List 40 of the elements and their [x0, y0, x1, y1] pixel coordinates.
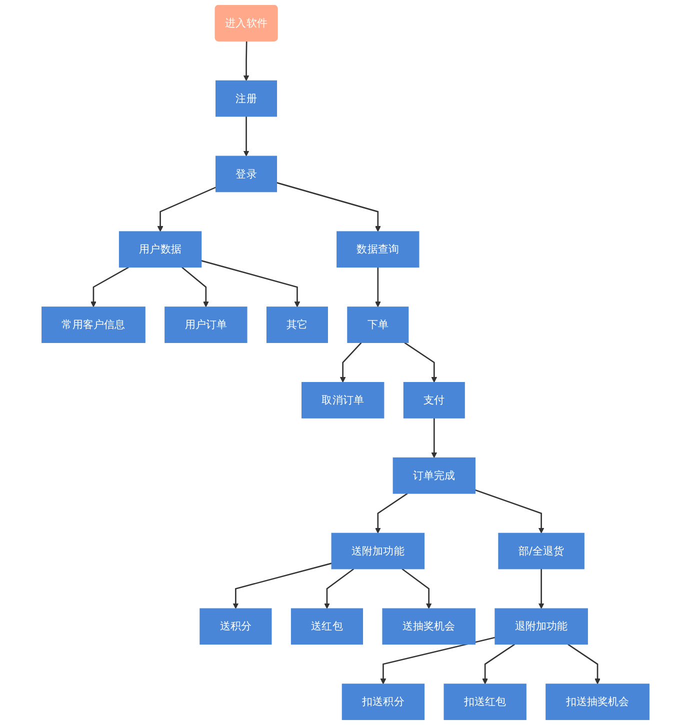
node-box: 退附加功能 [494, 608, 588, 645]
arrow [568, 644, 600, 684]
node-box: 部/全退货 [498, 532, 584, 570]
node-box: 用户订单 [164, 306, 248, 343]
arrow [404, 342, 438, 383]
arrow [232, 562, 332, 609]
node-box: 支付 [403, 382, 465, 418]
arrow [474, 489, 544, 534]
arrow [201, 260, 300, 308]
node-box: 扣送抽奖机会 [546, 684, 650, 720]
arrow [324, 568, 354, 609]
arrow [276, 182, 381, 232]
arrow [375, 492, 408, 534]
node-box: 注册 [216, 80, 278, 117]
arrow [431, 418, 438, 458]
node-box: 送积分 [200, 608, 272, 645]
arrow [380, 636, 496, 684]
arrow [157, 186, 216, 232]
arrow [482, 644, 516, 684]
node-box: 送附加功能 [331, 532, 425, 570]
node-box: 常用客户信息 [42, 306, 146, 343]
node-box: 送抽奖机会 [382, 608, 476, 645]
node-box: 送红包 [290, 608, 364, 645]
node-box: 下单 [347, 306, 409, 343]
arrow [402, 568, 432, 609]
arrow [375, 267, 381, 308]
arrow [90, 266, 129, 308]
node-box: 订单完成 [392, 457, 476, 494]
node-box: 扣送红包 [444, 684, 526, 720]
arrow [243, 41, 250, 81]
node-box: 登录 [216, 156, 278, 192]
node-box: 其它 [266, 306, 328, 343]
arrow [181, 266, 209, 308]
node-box: 用户数据 [118, 231, 202, 268]
arrow [538, 568, 544, 609]
arrow [340, 342, 362, 383]
node-box: 数据查询 [336, 231, 420, 268]
node-box: 扣送积分 [342, 684, 425, 720]
node-box: 取消订单 [302, 382, 384, 418]
arrow [243, 116, 250, 156]
